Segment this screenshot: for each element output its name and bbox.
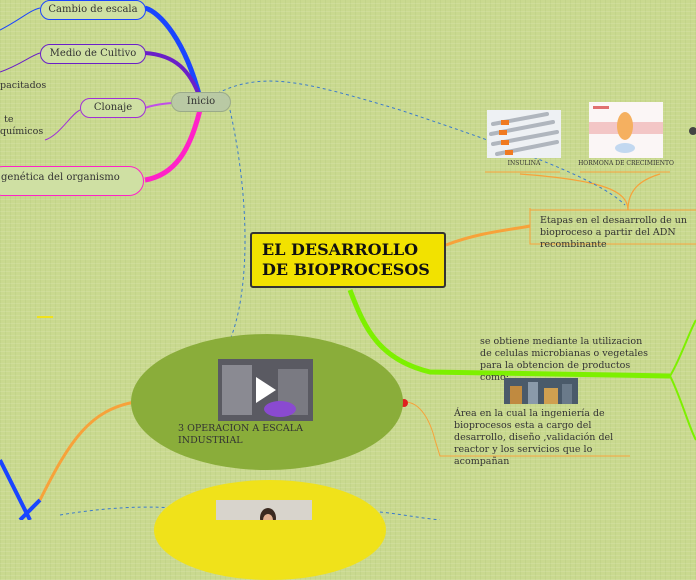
play-icon — [256, 377, 276, 403]
node-etapas[interactable]: Etapas en el desaarrollo de un bioproces… — [540, 215, 687, 250]
plant-image — [504, 378, 578, 404]
video-thumbnail[interactable] — [218, 359, 313, 421]
node-clonaje[interactable]: Clonaje — [80, 98, 146, 118]
node-medio-cultivo[interactable]: Medio de Cultivo — [40, 44, 146, 64]
node-partial-capacitados[interactable]: pacitados — [0, 80, 47, 91]
node-genetica[interactable]: genética del organismo — [0, 166, 144, 196]
insulina-image — [487, 110, 561, 158]
hormona-image — [589, 102, 663, 158]
node-cambio-escala[interactable]: Cambio de escala — [40, 0, 146, 20]
node-inicio[interactable]: Inicio — [171, 92, 231, 112]
node-partial-te[interactable]: te — [4, 114, 14, 125]
node-microbianas[interactable]: se obtiene mediante la utilizacion de ce… — [480, 336, 648, 383]
operacion-label: 3 OPERACION A ESCALA INDUSTRIAL — [178, 423, 303, 446]
node-bottom-topic[interactable] — [154, 480, 386, 580]
partial-image-icon — [688, 124, 696, 138]
node-ingenieria[interactable]: Área en la cual la ingeniería de bioproc… — [454, 408, 614, 467]
hormona-caption: HORMONA DE CRECIMIENTO — [578, 160, 674, 167]
person-image — [216, 500, 312, 520]
insulina-caption: INSULINA — [507, 160, 541, 167]
connector-lines — [0, 5, 696, 520]
node-partial-quimicos[interactable]: químicos — [0, 126, 44, 137]
central-topic[interactable]: EL DESARROLLO DE BIOPROCESOS — [250, 232, 446, 288]
